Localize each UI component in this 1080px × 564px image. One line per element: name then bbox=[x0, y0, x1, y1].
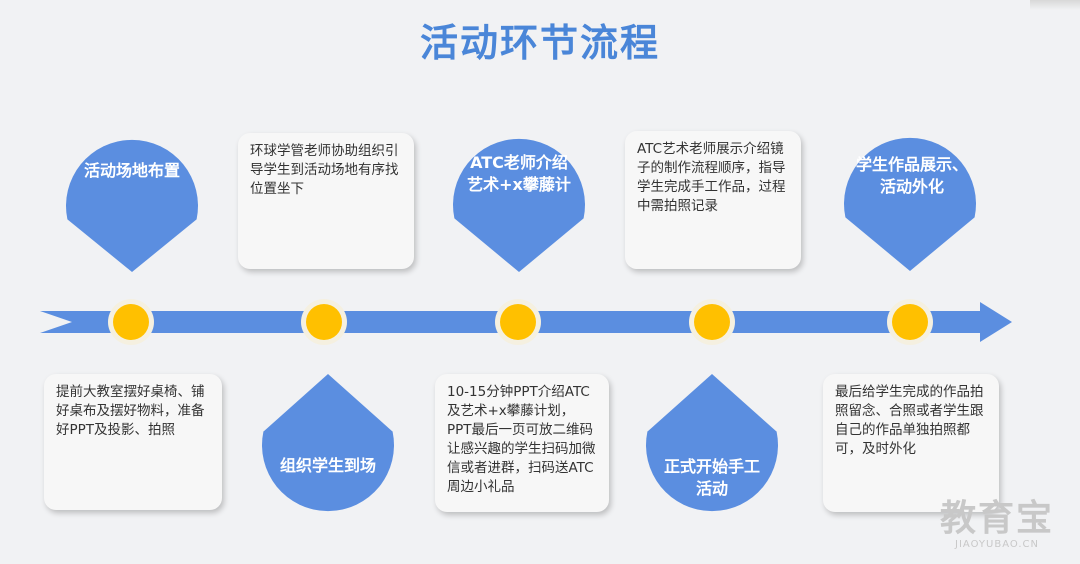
stage-3-title: ATC老师介绍 艺术+x攀藤计 bbox=[467, 153, 571, 194]
stage-5-description: 最后给学生完成的作品拍照留念、合照或者学生跟自己的作品单独拍照都可，及时外化 bbox=[823, 374, 999, 512]
drop-shape-2 bbox=[262, 374, 394, 512]
stage-2-title: 组织学生到场 bbox=[279, 456, 376, 475]
stage-2-description: 环球学管老师协助组织引导学生到活动场地有序找位置坐下 bbox=[238, 133, 414, 269]
stage-3-description: 10-15分钟PPT介绍ATC及艺术+x攀藤计划，PPT最后一页可放二维码让感兴… bbox=[435, 374, 609, 512]
drop-shape-1 bbox=[66, 139, 199, 272]
watermark-logo: 教育宝 JIAOYUBAO.CN bbox=[939, 498, 1054, 551]
timeline-node-1 bbox=[108, 299, 154, 345]
drop-shape-3 bbox=[453, 138, 585, 272]
drop-shape-4 bbox=[646, 374, 779, 512]
timeline-node-2 bbox=[301, 299, 347, 345]
page-title: 活动环节流程 bbox=[419, 21, 660, 65]
stage-1-description: 提前大教室摆好桌椅、铺好桌布及摆好物料，准备好PPT及投影、拍照 bbox=[44, 374, 222, 510]
drop-shape-5 bbox=[844, 137, 977, 271]
stage-4-description: ATC艺术老师展示介绍镜子的制作流程顺序，指导学生完成手工作品，过程中需拍照记录 bbox=[625, 131, 801, 269]
timeline-node-5 bbox=[887, 299, 933, 345]
timeline-node-3 bbox=[495, 299, 541, 345]
corner-shadow bbox=[1030, 0, 1080, 10]
stage-4-title: 正式开始手工 活动 bbox=[663, 457, 760, 498]
timeline-node-4 bbox=[689, 299, 735, 345]
stage-1-title: 活动场地布置 bbox=[83, 161, 180, 180]
stage-5-title: 学生作品展示、 活动外化 bbox=[855, 155, 968, 196]
